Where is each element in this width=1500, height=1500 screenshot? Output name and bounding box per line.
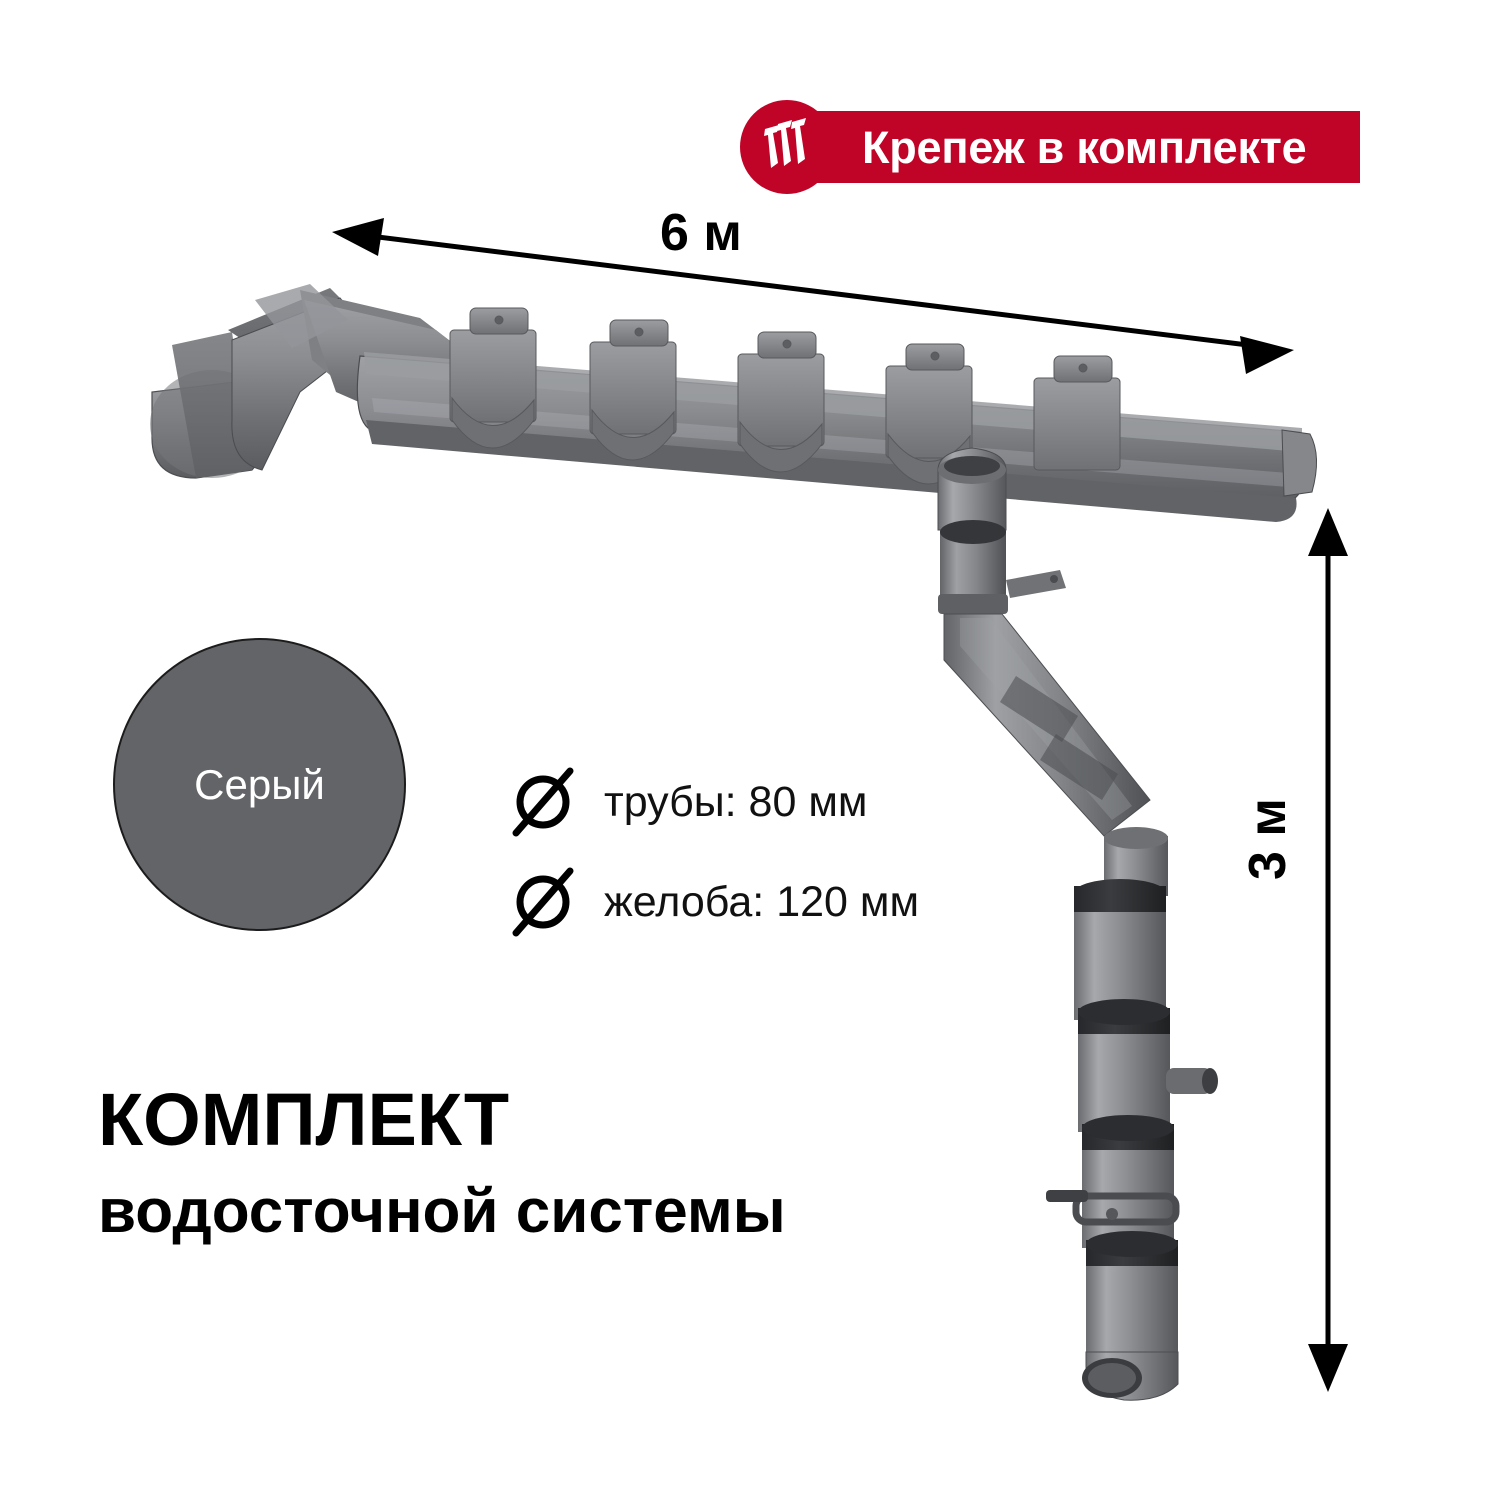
diameter-icon <box>512 767 574 837</box>
diameter-icon <box>512 867 574 937</box>
spec-text-pipe: трубы: 80 мм <box>604 777 868 826</box>
downpipe-run <box>1046 879 1218 1401</box>
spec-text-gutter: желоба: 120 мм <box>604 877 920 926</box>
specs-list: трубы: 80 мм желоба: 120 мм <box>510 752 1030 952</box>
height-dimension-label: 3 м <box>1239 798 1297 880</box>
badge-bar: Крепеж в комплекте <box>787 111 1360 183</box>
headline-line-2: водосточной системы <box>98 1177 786 1247</box>
headline-line-1: КОМПЛЕКТ <box>98 1078 510 1161</box>
spec-row-pipe: трубы: 80 мм <box>510 752 1030 852</box>
length-dimension-label: 6 м <box>660 204 742 262</box>
diverter-spout <box>1166 1068 1218 1094</box>
gutter-outlet <box>937 447 1066 614</box>
badge-label: Крепеж в комплекте <box>862 121 1307 173</box>
color-swatch-label: Серый <box>194 760 325 808</box>
screws-icon <box>740 100 834 194</box>
spec-row-gutter: желоба: 120 мм <box>510 852 1030 952</box>
height-dimension-arrow <box>1308 508 1348 1392</box>
headline-block: КОМПЛЕКТ водосточной системы <box>98 1082 918 1245</box>
pipe-wall-clamp <box>1046 1190 1180 1226</box>
length-dimension-arrow <box>332 218 1294 374</box>
color-swatch: Серый <box>113 638 406 931</box>
